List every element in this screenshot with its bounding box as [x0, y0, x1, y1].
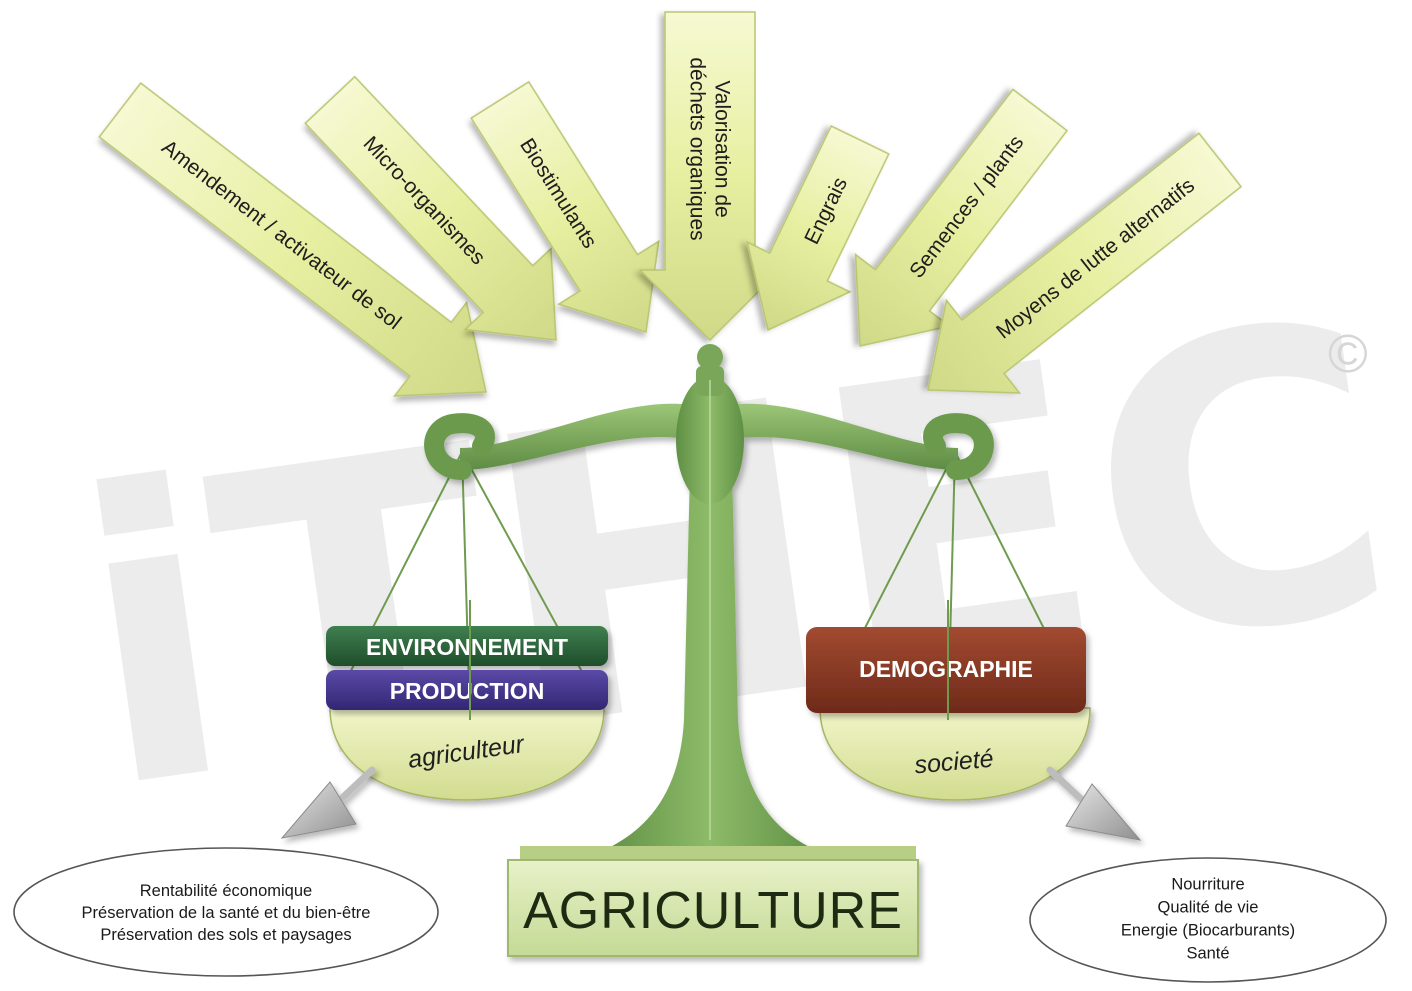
base: AGRICULTURE [507, 846, 919, 957]
beam-right-curl [923, 413, 994, 480]
agriculture-label: AGRICULTURE [523, 882, 903, 940]
demographie-box [806, 627, 1086, 713]
production-label: PRODUCTION [390, 678, 545, 704]
input-arrow-shape [927, 132, 1243, 394]
left-pan: ENVIRONNEMENT PRODUCTION agriculteur [326, 600, 608, 801]
input-arrow-shape [470, 80, 660, 333]
base-box [507, 859, 919, 957]
input-arrow-shape [98, 82, 487, 397]
societe-label: societé [913, 745, 994, 780]
right-pan-bowl [819, 707, 1091, 801]
input-arrow-shape [854, 88, 1069, 347]
balance-finial [697, 344, 723, 370]
right-pan: DEMOGRAPHIE societé [806, 600, 1091, 801]
input-arrow-engrais: Engrais [746, 125, 890, 332]
environnement-box [326, 626, 608, 666]
right-output-arrow [1046, 766, 1142, 841]
left-pan-bowl [329, 707, 605, 801]
production-box [326, 670, 608, 710]
input-arrow-shape [304, 75, 557, 341]
left-output-arrow [280, 766, 376, 839]
output-arrows [280, 766, 1142, 841]
environnement-label: ENVIRONNEMENT [366, 634, 568, 660]
copyright-symbol: © [1328, 324, 1368, 384]
beam-left-curl [424, 413, 495, 480]
demographie-label: DEMOGRAPHIE [859, 656, 1033, 682]
input-arrow-shape [746, 125, 890, 332]
balance [424, 344, 994, 852]
left-outcome-ellipse [13, 847, 439, 977]
right-outcome-ellipse [1029, 857, 1387, 983]
input-arrow-label: Valorisation dedéchets organiques [686, 57, 734, 240]
